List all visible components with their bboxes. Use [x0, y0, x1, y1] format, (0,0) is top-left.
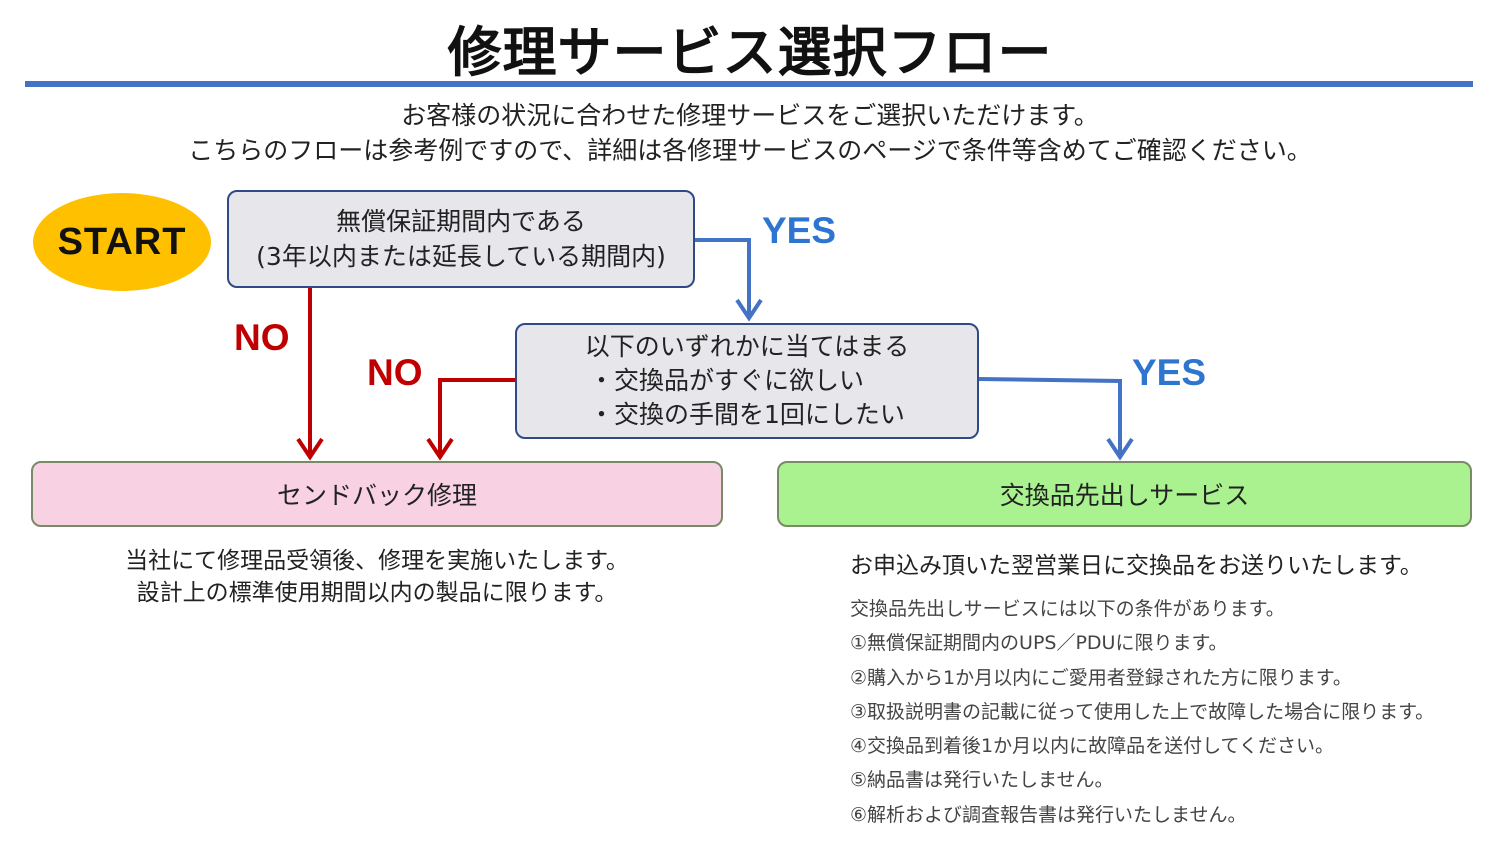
advance-conditions-intro: 交換品先出しサービスには以下の条件があります。: [850, 598, 1285, 620]
label-q1-yes: YES: [762, 210, 837, 251]
condition-item: ①無償保証期間内のUPS／PDUに限ります。: [850, 632, 1228, 655]
advance-conditions-list: 交換品先出しサービスには以下の条件があります。 ①無償保証期間内のUPS／PDU…: [850, 594, 1434, 834]
question-warranty: 無償保証期間内である (3年以内または延長している期間内): [227, 190, 695, 288]
intro-line-2: こちらのフローは参考例ですので、詳細は各修理サービスのページで条件等含めてご確認…: [188, 136, 1312, 165]
start-node: START: [33, 193, 211, 291]
condition-item: ③取扱説明書の記載に従って使用した上で故障した場合に限ります。: [850, 700, 1435, 723]
arrow-q2-yes: [978, 377, 1134, 461]
result-advance-exchange: 交換品先出しサービス: [777, 461, 1472, 527]
page-title: 修理サービス選択フロー: [447, 21, 1053, 84]
sendback-description: 当社にて修理品受領後、修理を実施いたします。 設計上の標準使用期間以内の製品に限…: [30, 545, 724, 609]
arrow-q1-yes: [695, 238, 763, 322]
arrow-q1-no: [296, 288, 324, 461]
sendback-desc-line2: 設計上の標準使用期間以内の製品に限ります。: [136, 580, 618, 606]
title-underline: [25, 81, 1473, 87]
sendback-desc-line1: 当社にて修理品受領後、修理を実施いたします。: [125, 548, 629, 574]
arrow-q2-no: [426, 378, 515, 461]
question-warranty-line2: (3年以内または延長している期間内): [256, 242, 666, 271]
condition-item: ④交換品到着後1か月以内に故障品を送付してください。: [850, 735, 1334, 758]
question-conditions-line1: 以下のいずれかに当てはまる: [584, 332, 910, 361]
result-sendback-repair: センドバック修理: [31, 461, 723, 527]
question-conditions-line2: ・交換品がすぐに欲しい: [589, 366, 865, 395]
advance-description: お申込み頂いた翌営業日に交換品をお送りいたします。: [850, 553, 1423, 579]
question-warranty-line1: 無償保証期間内である: [336, 207, 586, 236]
condition-item: ⑥解析および調査報告書は発行いたしません。: [850, 803, 1247, 826]
intro-line-1: お客様の状況に合わせた修理サービスをご選択いただけます。: [401, 101, 1099, 130]
condition-item: ②購入から1か月以内にご愛用者登録された方に限ります。: [850, 666, 1352, 689]
label-q1-no: NO: [234, 317, 290, 358]
label-q2-no: NO: [367, 352, 423, 393]
question-conditions-line3: ・交換の手間を1回にしたい: [589, 400, 905, 429]
label-q2-yes: YES: [1132, 352, 1207, 393]
question-conditions: 以下のいずれかに当てはまる ・交換品がすぐに欲しい ・交換の手間を1回にしたい: [515, 323, 979, 439]
result-advance-label: 交換品先出しサービス: [999, 481, 1250, 510]
result-sendback-label: センドバック修理: [276, 481, 477, 510]
condition-item: ⑤納品書は発行いたしません。: [850, 769, 1114, 792]
